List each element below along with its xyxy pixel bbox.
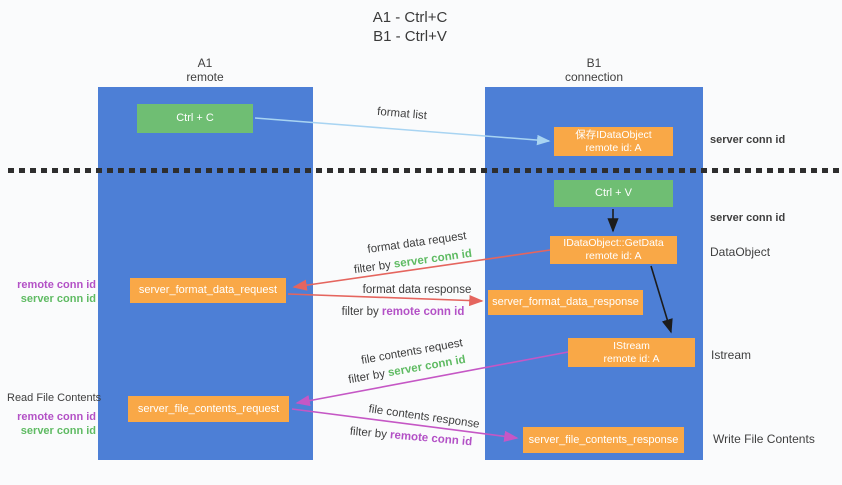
write-file-contents-label: Write File Contents: [713, 432, 815, 446]
server-conn-id-left-label-1: server conn id: [20, 293, 96, 305]
istream-line2: remote id: A: [603, 352, 660, 365]
server-conn-id-side-label-top: server conn id: [710, 134, 786, 146]
lifeline-header-b1: B1 connection: [544, 56, 644, 84]
remote-conn-id-text: remote conn id: [389, 429, 473, 449]
filter-by-text: filter by: [341, 306, 382, 318]
ctrl-c-node: Ctrl + C: [137, 104, 253, 133]
filter-by-remote-conn-id-label-2: filter by remote conn id: [349, 426, 472, 449]
machine-boundary-dashed-line: [8, 168, 840, 173]
lifeline-a1-role: remote: [186, 70, 224, 84]
filter-by-text: filter by: [353, 258, 395, 277]
lifeline-b1-role: connection: [564, 70, 624, 84]
format-list-label: format list: [376, 105, 428, 123]
dataobject-side-label: DataObject: [710, 245, 771, 259]
lifeline-a1-name: A1: [197, 56, 213, 70]
server-file-contents-request-node: server_file_contents_request: [128, 396, 289, 422]
istream-node: IStream remote id: A: [568, 338, 695, 367]
ctrl-v-label: Ctrl + V: [595, 187, 632, 199]
remote-conn-id-left-label-2: remote conn id: [17, 411, 96, 423]
server-file-contents-response-label: server_file_contents_response: [528, 433, 679, 446]
filter-by-text: filter by: [347, 367, 390, 387]
ctrl-c-label: Ctrl + C: [176, 112, 214, 124]
remote-conn-id-left-label-1: remote conn id: [17, 279, 96, 291]
format-conn-id-left-labels: remote conn id server conn id: [0, 278, 96, 306]
server-conn-id-side-label-mid: server conn id: [710, 212, 786, 224]
istream-side-label: Istream: [711, 348, 752, 362]
server-conn-id-text: server conn id: [393, 247, 473, 271]
server-format-data-request-node: server_format_data_request: [130, 278, 286, 303]
remote-conn-id-text: remote conn id: [381, 306, 465, 318]
getdata-line2: remote id: A: [585, 250, 642, 262]
file-conn-id-left-labels: remote conn id server conn id: [0, 410, 96, 438]
server-format-data-response-label: server_format_data_response: [492, 296, 639, 308]
getdata-node: IDataObject::GetData remote id: A: [550, 236, 677, 264]
server-format-data-response-node: server_format_data_response: [488, 290, 643, 315]
server-file-contents-request-label: server_file_contents_request: [137, 402, 280, 415]
read-file-contents-label: Read File Contents: [7, 392, 102, 404]
ctrl-v-node: Ctrl + V: [554, 180, 673, 207]
getdata-line1: IDataObject::GetData: [563, 237, 664, 249]
filter-by-text: filter by: [349, 425, 391, 442]
format-data-response-label: format data response: [362, 284, 472, 296]
file-contents-response-label: file contents response: [367, 403, 481, 431]
server-conn-id-left-label-2: server conn id: [20, 425, 96, 437]
filter-by-remote-conn-id-label-1: filter by remote conn id: [342, 306, 465, 318]
server-file-contents-response-node: server_file_contents_response: [523, 427, 684, 453]
lifeline-header-a1: A1 remote: [155, 56, 255, 84]
title-line-2: B1 - Ctrl+V: [373, 28, 447, 45]
diagram-title: A1 - Ctrl+C B1 - Ctrl+V: [0, 8, 820, 46]
save-dataobject-line1: 保存IDataObject: [575, 128, 652, 141]
save-dataobject-line2: remote id: A: [585, 141, 642, 154]
istream-line1: IStream: [613, 339, 650, 352]
title-line-1: A1 - Ctrl+C: [372, 9, 448, 26]
lifeline-b1-name: B1: [586, 56, 602, 70]
save-dataobject-node: 保存IDataObject remote id: A: [554, 127, 673, 156]
server-format-data-request-label: server_format_data_request: [138, 284, 278, 296]
